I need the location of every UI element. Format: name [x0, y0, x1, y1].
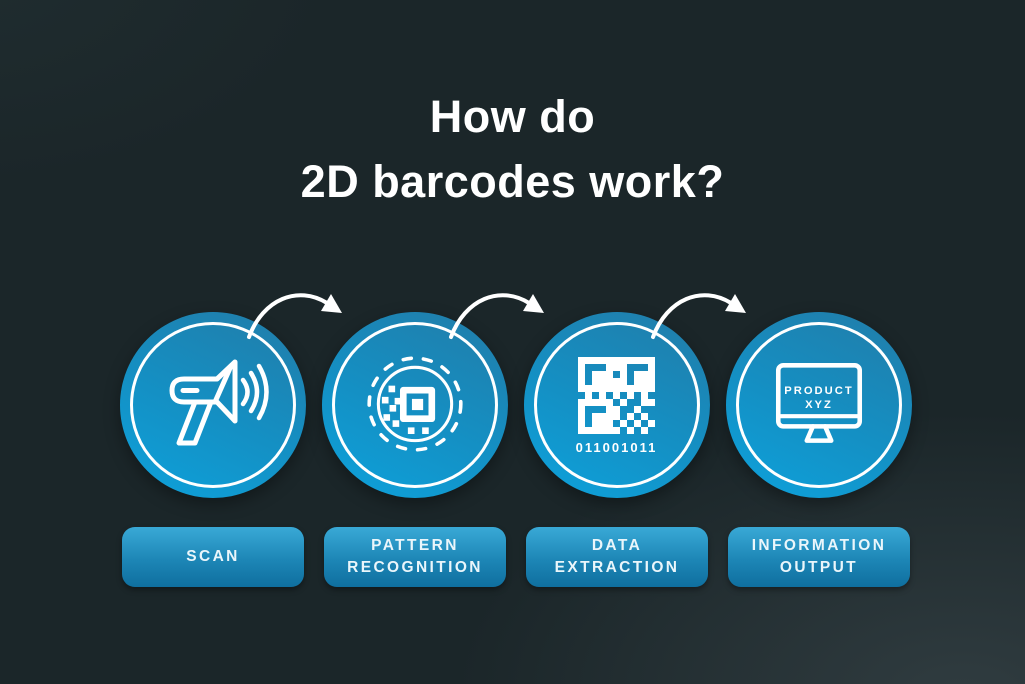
step-label-data-extraction: DATA EXTRACTION: [526, 527, 708, 587]
curved-arrow-icon: [449, 293, 544, 339]
step-circle-scan: [120, 312, 306, 498]
curved-arrow-icon: [651, 293, 746, 339]
step-label-text: INFORMATION OUTPUT: [751, 537, 887, 576]
step-circle-information-output: PRODUCT XYZ: [726, 312, 912, 498]
binary-text: 011001011: [576, 440, 658, 455]
page-title: How do 2D barcodes work?: [0, 84, 1025, 215]
step-label-text: DATA EXTRACTION: [554, 537, 680, 576]
step-circle-pattern-recognition: [322, 312, 508, 498]
step-label-text: PATTERN RECOGNITION: [347, 537, 483, 576]
title-line-2: 2D barcodes work?: [300, 156, 725, 208]
step-label-scan: SCAN: [122, 527, 304, 587]
monitor-screen-text-line2: XYZ: [805, 399, 833, 411]
title-line-1: How do: [429, 91, 596, 142]
step-circle-data-extraction: 011001011: [524, 312, 710, 498]
monitor-icon: PRODUCT XYZ: [775, 363, 863, 443]
barcode-scanner-icon: [169, 359, 269, 446]
step-label-pattern-recognition: PATTERN RECOGNITION: [324, 527, 506, 587]
curved-arrow-icon: [247, 293, 342, 339]
qr-finder-pattern-icon: [367, 356, 463, 452]
step-label-text: SCAN: [186, 548, 240, 566]
monitor-screen-text-line1: PRODUCT: [784, 385, 854, 397]
step-label-information-output: INFORMATION OUTPUT: [728, 527, 910, 587]
qr-code-icon: 011001011: [576, 357, 658, 455]
